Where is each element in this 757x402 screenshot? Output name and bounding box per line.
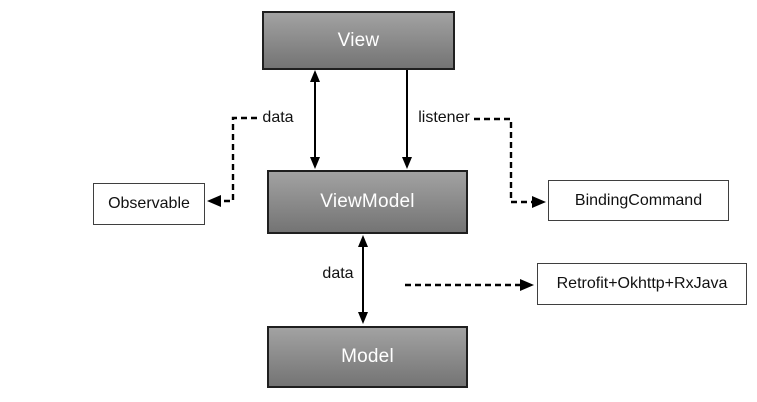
edge-label-listener: listener xyxy=(418,109,470,126)
node-retrofit: Retrofit+Okhttp+RxJava xyxy=(537,263,747,305)
node-model: Model xyxy=(267,326,468,388)
dashed-arrow-to-retrofit xyxy=(405,279,534,291)
arrow-data-viewmodel-model xyxy=(358,235,368,324)
node-bindingcommand: BindingCommand xyxy=(548,180,729,221)
node-observable: Observable xyxy=(93,183,205,225)
arrow-listener-view-viewmodel xyxy=(402,70,412,169)
node-view: View xyxy=(262,11,455,70)
arrow-data-view-viewmodel xyxy=(310,70,320,169)
dashed-arrow-to-observable xyxy=(207,116,257,207)
edge-label-data-bottom: data xyxy=(322,265,354,282)
edge-label-data-top: data xyxy=(262,109,294,126)
node-viewmodel: ViewModel xyxy=(267,170,468,234)
dashed-arrow-to-bindingcommand xyxy=(474,117,546,208)
